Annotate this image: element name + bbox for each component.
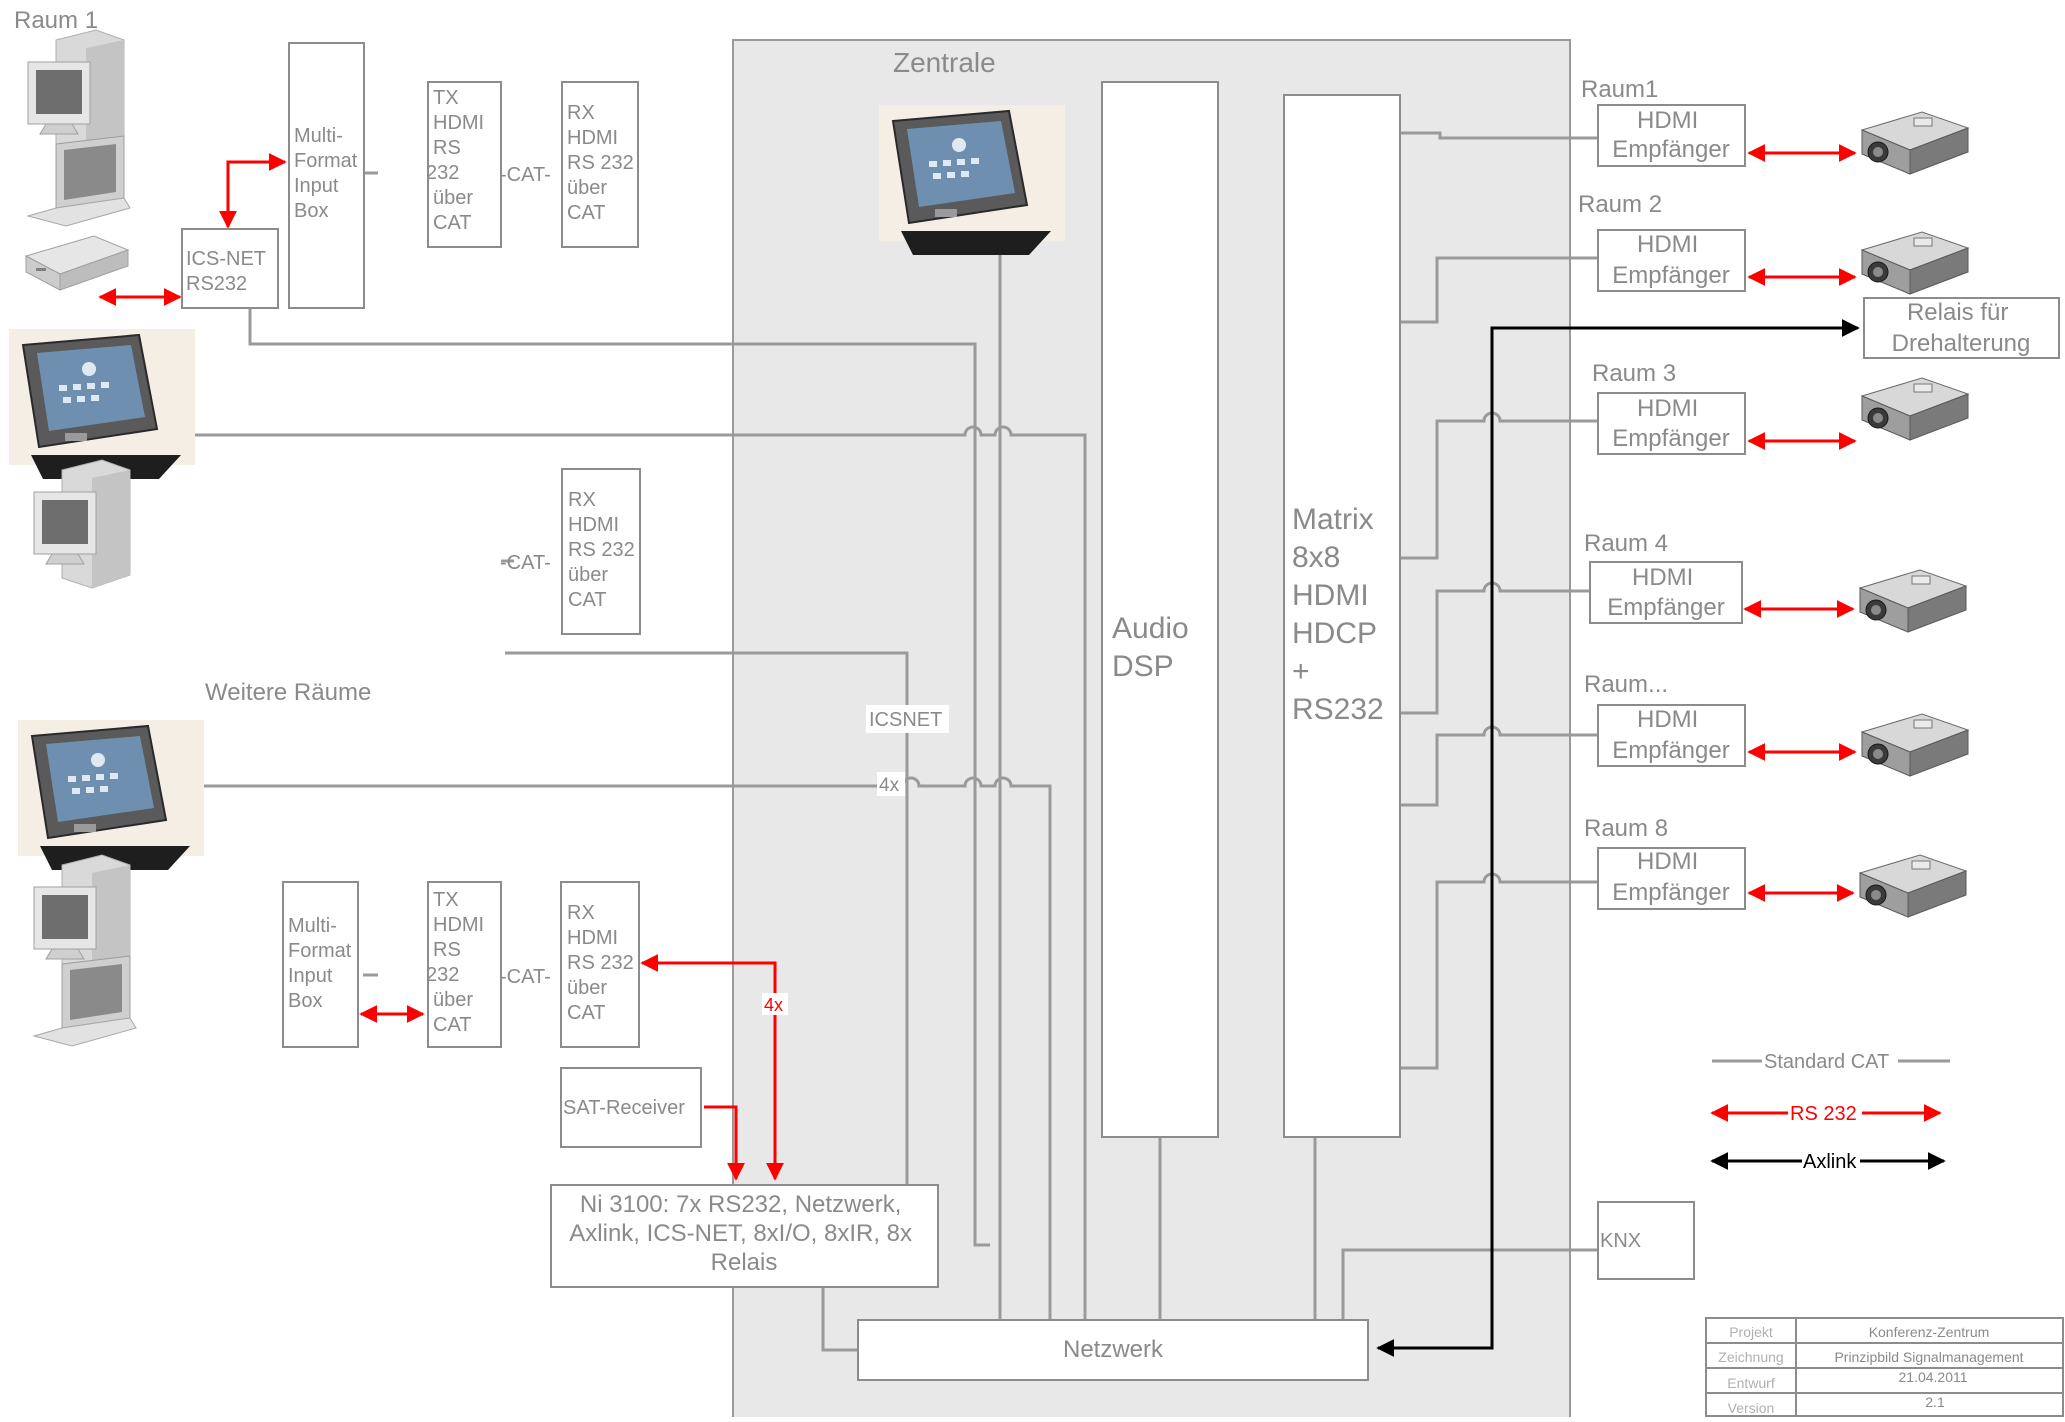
- matrix-switch-block: [1283, 94, 1401, 1138]
- room-label: Raum 2: [1578, 191, 1662, 218]
- mfib2-label: Multi- Format Input Box: [288, 915, 357, 1012]
- mfib1-label: Multi- Format Input Box: [294, 125, 363, 222]
- network-block: [857, 1319, 1369, 1381]
- multi-format-input-box: [282, 881, 359, 1048]
- ics-net-box-label: ICS-NET RS232: [186, 248, 271, 295]
- projector-icon: [1861, 713, 1969, 777]
- icsnet-wire-label: ICSNET: [869, 709, 942, 731]
- projector-icon: [1859, 854, 1967, 918]
- output-room-4: Raum 4 HDMI Empfänger: [1584, 530, 1967, 633]
- relais-box: [1863, 297, 2060, 359]
- ni3100-label: Ni 3100: 7x RS232, Netzwerk, Axlink, ICS…: [569, 1191, 918, 1276]
- output-room-2: Raum 2 HDMI Empfänger: [1578, 191, 1969, 295]
- output-room-1: Raum1 HDMI Empfänger: [1581, 76, 1969, 175]
- tb-value-projekt: Konferenz-Zentrum: [1869, 1324, 1990, 1340]
- tx-box: [427, 881, 502, 1048]
- hdmi-receiver-box: [1597, 104, 1746, 167]
- cat-label: -CAT-: [500, 164, 551, 186]
- legend-standard-cat: Standard CAT: [1764, 1051, 1889, 1073]
- rx-box: [561, 81, 639, 248]
- tb-value-entwurf: 21.04.2011: [1898, 1369, 1967, 1385]
- tx-box: [427, 81, 502, 248]
- room1-label: Raum 1: [14, 7, 98, 34]
- cat-label: -CAT-: [500, 552, 551, 574]
- zentrale-title: Zentrale: [893, 47, 996, 78]
- axlink-link: [1376, 319, 1860, 1357]
- touch-panel-icon: [8, 328, 196, 480]
- projector-icon: [1861, 377, 1969, 441]
- weitere-raeume-label: Weitere Räume: [205, 679, 371, 706]
- audio-dsp-block: [1101, 81, 1219, 1138]
- projector-icon: [1861, 231, 1969, 295]
- hdmi-receiver-label: HDMI Empfänger: [1612, 231, 1729, 289]
- room-label: Raum 3: [1592, 360, 1676, 387]
- room-label: Raum...: [1584, 671, 1668, 698]
- ni3100-controller-box: [550, 1184, 939, 1288]
- legend: Standard CAT RS 232 Axlink: [1710, 1051, 1950, 1173]
- hdmi-receiver-box: [1597, 229, 1746, 292]
- touch-panel-icon: [878, 104, 1066, 256]
- desktop-pc-icon: [33, 459, 131, 589]
- legend-axlink: Axlink: [1803, 1151, 1857, 1173]
- projector-icon: [1861, 111, 1969, 175]
- title-block: Projekt Konferenz-Zentrum Zeichnung Prin…: [1705, 1317, 2064, 1417]
- rx3-label: RX HDMI RS 232 über CAT: [567, 902, 639, 1024]
- cat-label: -CAT-: [500, 966, 551, 988]
- tb-label-version: Version: [1728, 1400, 1775, 1416]
- rx-box: [561, 468, 641, 635]
- sat-receiver-label: SAT-Receiver: [563, 1097, 685, 1119]
- set-top-box-icon: [25, 235, 129, 291]
- output-room-more: Raum... HDMI Empfänger: [1584, 671, 1969, 777]
- tb-value-zeichnung: Prinzipbild Signalmanagement: [1834, 1349, 2023, 1365]
- output-room-8: Raum 8 HDMI Empfänger: [1584, 815, 1967, 918]
- 4x-wire-label: 4x: [879, 775, 900, 796]
- tx2-label: TX HDMI RS 232 über CAT: [426, 889, 490, 1036]
- relais-label: Relais für Drehalterung: [1892, 299, 2031, 357]
- tb-label-entwurf: Entwurf: [1727, 1375, 1775, 1391]
- rs232-4x-label: 4x: [764, 995, 783, 1015]
- rx1-label: RX HDMI RS 232 über CAT: [567, 102, 639, 224]
- hdmi-receiver-label: HDMI Empfänger: [1612, 107, 1729, 163]
- touch-panel-icon: [17, 719, 205, 871]
- laptop-icon: [27, 135, 131, 227]
- tx1-label: TX HDMI RS 232 über CAT: [426, 87, 490, 234]
- ics-net-box: [181, 228, 279, 309]
- tb-value-version: 2.1: [1925, 1394, 1945, 1410]
- rx-box: [560, 881, 640, 1048]
- knx-label: KNX: [1600, 1230, 1641, 1252]
- laptop-icon: [33, 955, 137, 1047]
- room-label: Raum1: [1581, 76, 1658, 103]
- network-label: Netzwerk: [1063, 1336, 1164, 1363]
- multi-format-input-box: [288, 42, 365, 309]
- rx2-label: RX HDMI RS 232 über CAT: [568, 489, 640, 611]
- room-label: Raum 4: [1584, 530, 1668, 557]
- matrix-label: Matrix 8x8 HDMI HDCP + RS232: [1292, 503, 1385, 726]
- tb-label-projekt: Projekt: [1729, 1324, 1773, 1340]
- room-label: Raum 8: [1584, 815, 1668, 842]
- tb-label-zeichnung: Zeichnung: [1718, 1349, 1783, 1365]
- legend-rs232: RS 232: [1790, 1103, 1857, 1125]
- audio-dsp-label: Audio DSP: [1112, 612, 1197, 683]
- projector-icon: [1859, 569, 1967, 633]
